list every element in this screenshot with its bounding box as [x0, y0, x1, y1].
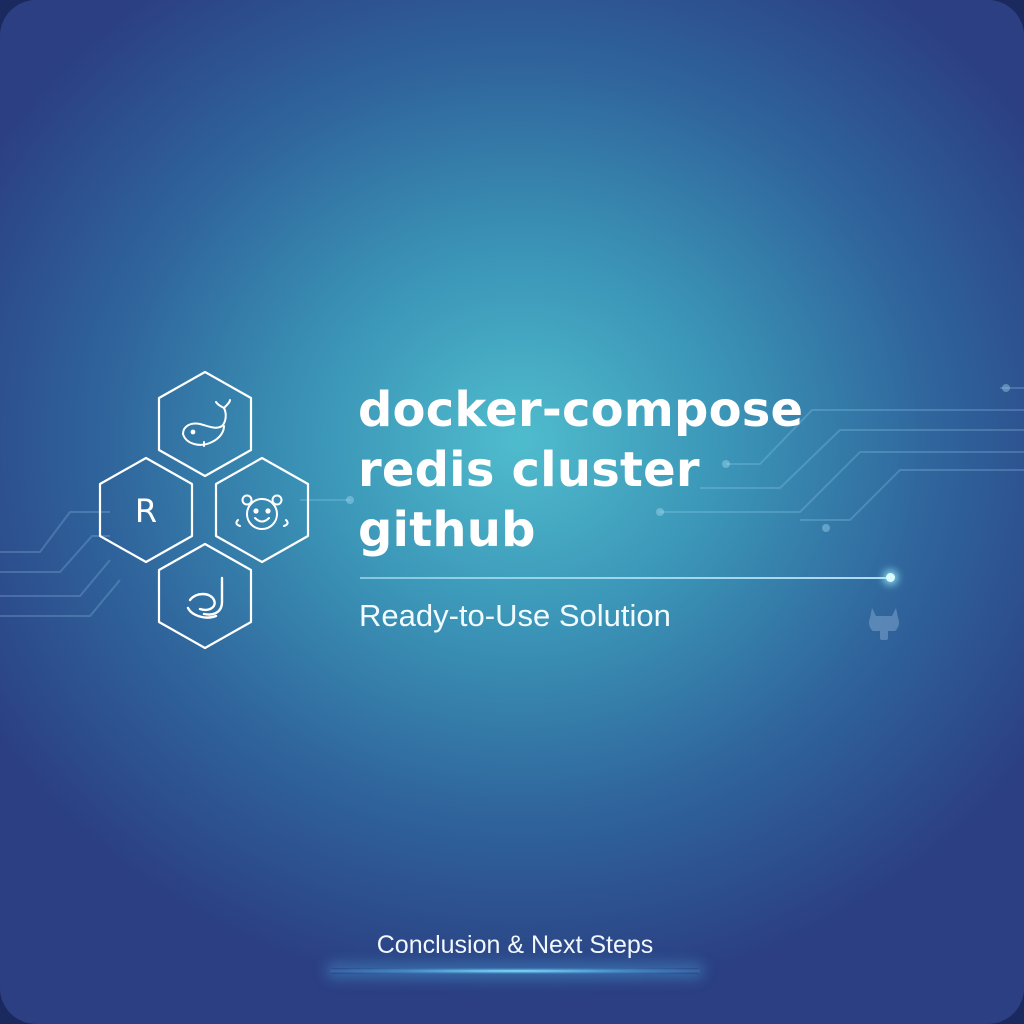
- title-divider: [360, 577, 888, 579]
- hex-top: [157, 370, 253, 478]
- hexagon-icon-cluster: R: [98, 370, 310, 650]
- redis-letter-icon: R: [135, 492, 157, 530]
- title-line-1: docker-compose: [358, 382, 804, 438]
- footer-section-label: Conclusion & Next Steps: [376, 931, 654, 959]
- divider-glow-dot: [886, 573, 895, 582]
- page-title: docker-compose redis cluster github: [358, 380, 958, 560]
- hex-bottom: [157, 542, 253, 650]
- title-line-2: redis cluster: [358, 442, 700, 498]
- hex-right: [214, 456, 310, 564]
- docker-whale-icon: [182, 399, 231, 447]
- title-line-3: github: [358, 502, 536, 558]
- subtitle: Ready-to-Use Solution: [359, 598, 671, 633]
- bear-face-icon: [235, 494, 289, 530]
- hex-left: [98, 456, 194, 564]
- footer-glow-bar: [330, 968, 700, 974]
- github-octocat-icon: [869, 608, 899, 640]
- swirl-logo-icon: [186, 576, 224, 619]
